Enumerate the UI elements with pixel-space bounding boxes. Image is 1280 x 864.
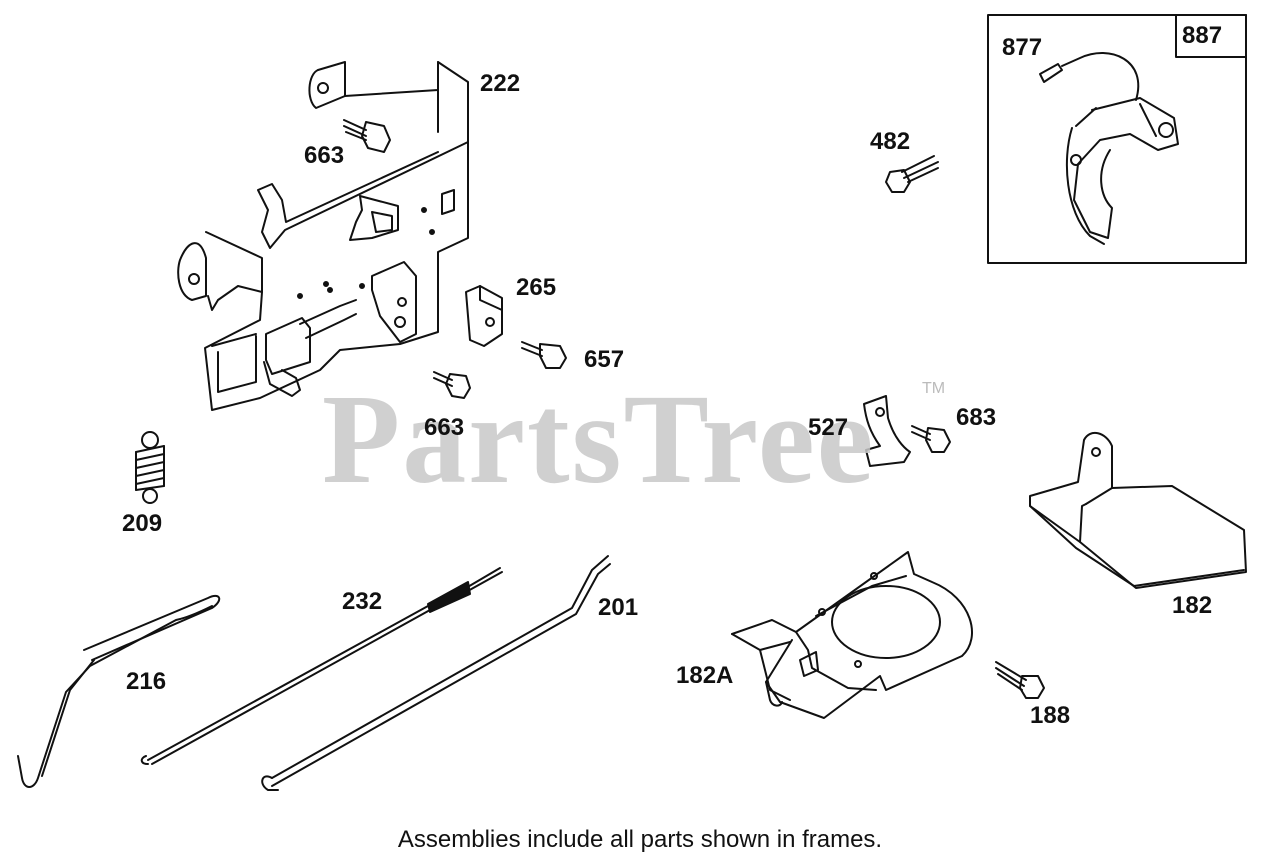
label-232[interactable]: 232 [342, 588, 383, 615]
label-482[interactable]: 482 [870, 128, 911, 155]
screw-188[interactable] [995, 661, 1045, 699]
label-188[interactable]: 188 [1030, 702, 1071, 729]
label-265[interactable]: 265 [516, 274, 557, 301]
screw-663-upper[interactable] [343, 119, 391, 153]
link-232[interactable] [140, 567, 503, 765]
label-182[interactable]: 182 [1172, 592, 1213, 619]
label-222[interactable]: 222 [480, 70, 521, 97]
label-182a[interactable]: 182A [676, 662, 734, 689]
label-887[interactable]: 887 [1182, 22, 1223, 49]
label-877[interactable]: 877 [1002, 34, 1043, 61]
screw-683[interactable] [911, 425, 951, 453]
diagram-caption: Assemblies include all parts shown in fr… [397, 826, 883, 853]
label-663-lower[interactable]: 663 [424, 414, 465, 441]
shield-182[interactable] [1029, 431, 1247, 589]
frame-887 [987, 14, 1247, 264]
rod-216[interactable] [17, 594, 221, 788]
spring-209[interactable] [135, 431, 165, 504]
screw-663-lower[interactable] [433, 371, 471, 399]
label-657[interactable]: 657 [584, 346, 625, 373]
label-209[interactable]: 209 [122, 510, 163, 537]
screw-482[interactable] [885, 155, 939, 193]
label-527[interactable]: 527 [808, 414, 849, 441]
stop-switch-877[interactable] [1039, 52, 1179, 245]
clip-527[interactable] [863, 395, 911, 467]
label-216[interactable]: 216 [126, 668, 167, 695]
cable-clip-265[interactable] [465, 285, 503, 347]
watermark-text: PartsTree [322, 368, 876, 510]
trademark-mark: TM [922, 380, 946, 397]
label-663-upper[interactable]: 663 [304, 142, 345, 169]
screw-657[interactable] [521, 341, 567, 369]
shroud-182a[interactable] [731, 551, 973, 719]
rod-201[interactable] [261, 555, 611, 791]
label-201[interactable]: 201 [598, 594, 639, 621]
control-bracket-222[interactable] [177, 61, 469, 411]
label-683[interactable]: 683 [956, 404, 997, 431]
